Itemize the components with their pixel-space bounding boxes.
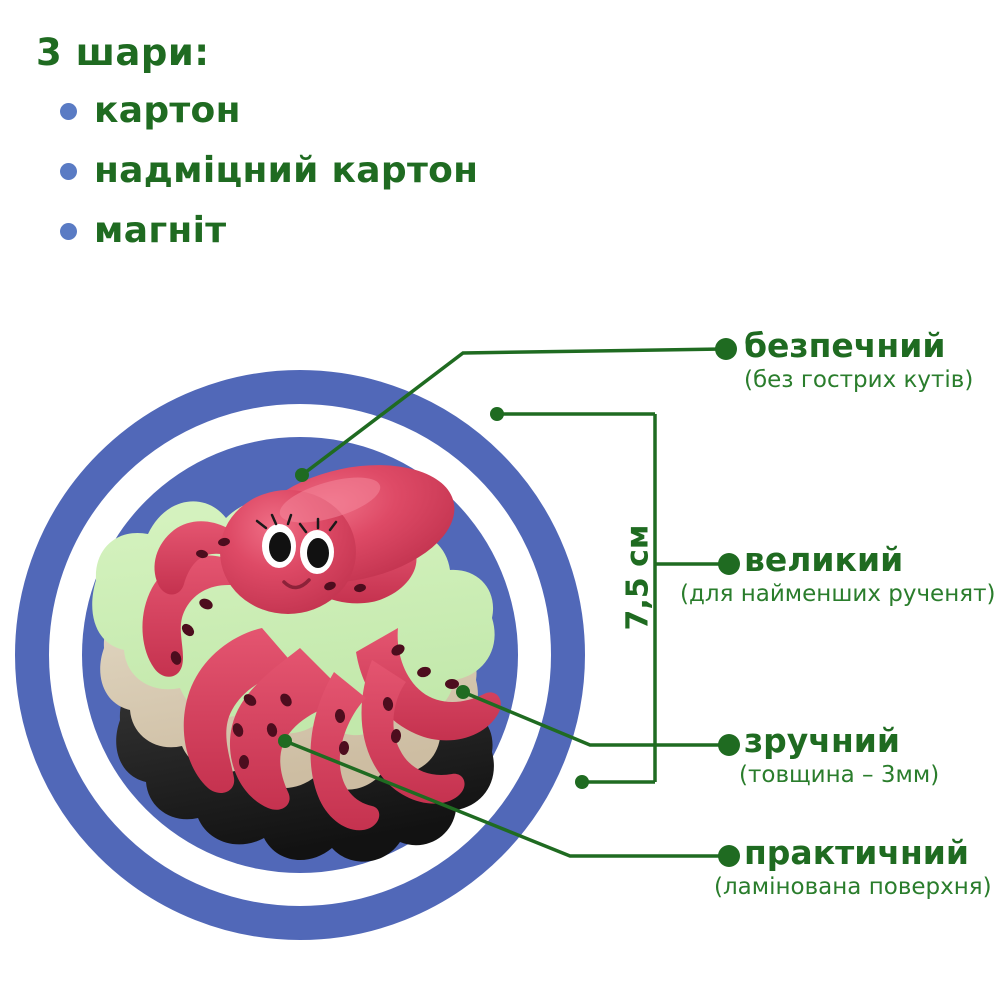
callout-handy: зручний (товщина – 3мм) (739, 721, 939, 787)
callout-subtitle: (ламінована поверхня) (714, 874, 992, 900)
layers-legend: 3 шари: картон надміцний картон магніт (36, 34, 596, 265)
layer-label-magnet: магніт (94, 210, 227, 251)
list-item: надміцний картон (60, 145, 596, 197)
tentacle (229, 648, 354, 810)
callout-title: великий (744, 540, 904, 579)
callout-practical: практичний (ламінована поверхня) (714, 833, 992, 899)
dimension-label: 7,5 см (620, 524, 656, 631)
callout-subtitle: (товщина – 3мм) (739, 762, 940, 788)
eyelash (298, 517, 338, 534)
callout-title: безпечний (744, 326, 946, 365)
list-item: картон (60, 85, 596, 137)
suckers (170, 537, 459, 769)
callout-subtitle: (для найменших рученят) (680, 581, 996, 607)
callout-big: великий (для найменших рученят) (680, 540, 995, 606)
octopus-pupil-right (307, 538, 329, 568)
bullet-icon (60, 102, 77, 120)
callout-title: практичний (744, 833, 970, 872)
list-item: магніт (60, 205, 596, 257)
callout-subtitle: (без гострих кутів) (744, 367, 974, 393)
bullet-icon (60, 222, 77, 240)
layer-label-cardboard: картон (94, 90, 241, 131)
tentacle (183, 628, 300, 793)
highlight (279, 477, 381, 523)
octopus-pupil-left (269, 532, 291, 562)
callout-title: зручний (744, 721, 901, 760)
octopus-smile (282, 578, 311, 590)
layer-label-strong-cardboard: надміцний картон (94, 150, 479, 191)
callout-safe: безпечний (без гострих кутів) (744, 329, 973, 392)
page-title: 3 шари: (36, 31, 210, 74)
eyelash (255, 513, 293, 530)
badge-outer-ring (15, 370, 585, 940)
bullet-icon (60, 162, 77, 180)
